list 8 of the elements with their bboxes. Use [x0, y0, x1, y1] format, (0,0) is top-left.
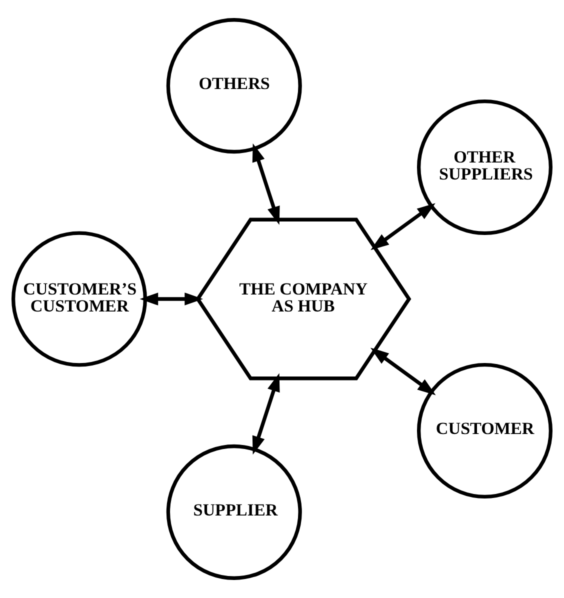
- node-circle: SUPPLIER: [166, 444, 302, 580]
- arrow: [370, 348, 436, 396]
- node-circle: CUSTOMER’S CUSTOMER: [11, 231, 148, 367]
- arrow: [252, 143, 280, 225]
- arrow: [370, 203, 436, 250]
- arrow: [140, 292, 204, 306]
- node-circle: OTHERS: [166, 18, 302, 154]
- arrow: [252, 373, 280, 455]
